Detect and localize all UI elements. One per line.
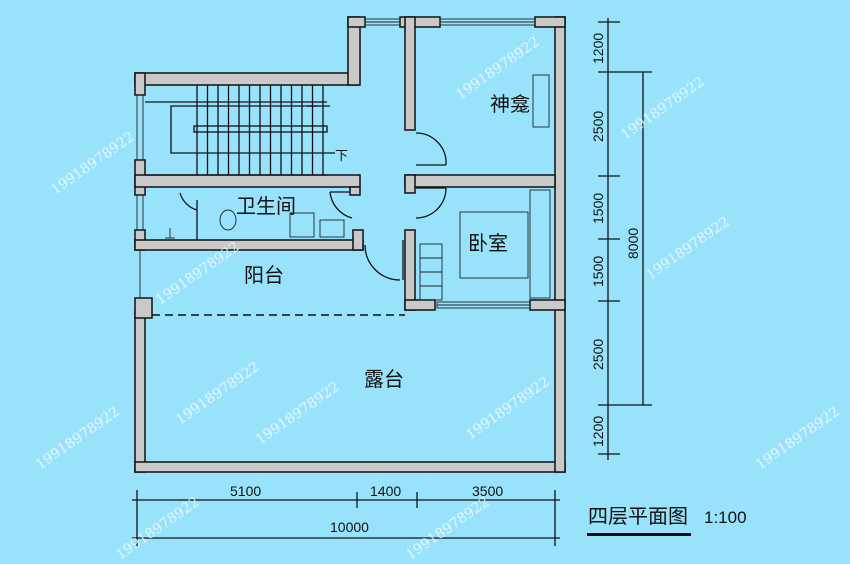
watermarks: 19918978922 19918978922 19918978922 1991… bbox=[33, 34, 842, 563]
vertical-dimension-lines bbox=[598, 18, 652, 460]
room-label-bathroom: 卫生间 bbox=[236, 194, 296, 218]
toilet-icon bbox=[219, 209, 237, 231]
bed-icon bbox=[459, 211, 529, 279]
dim-v-1: 1200 bbox=[590, 33, 606, 64]
dim-h-total: 10000 bbox=[330, 519, 369, 535]
dim-h-1: 5100 bbox=[230, 483, 261, 499]
watermark-text: 19918978922 bbox=[643, 214, 732, 283]
dim-v-5: 2500 bbox=[590, 339, 606, 370]
sink-icon bbox=[319, 219, 345, 238]
drawing-title: 四层平面图 bbox=[588, 504, 688, 528]
washer-icon bbox=[289, 212, 315, 238]
dim-v-6: 1200 bbox=[590, 416, 606, 447]
watermark-text: 19918978922 bbox=[48, 129, 137, 198]
dim-v-2: 2500 bbox=[590, 111, 606, 142]
title-underline bbox=[587, 533, 691, 536]
walls bbox=[134, 16, 566, 473]
dim-v-3: 1500 bbox=[590, 193, 606, 224]
dim-h-3: 3500 bbox=[472, 483, 503, 499]
stairs-down-label: 下 bbox=[335, 149, 348, 164]
watermark-text: 19918978922 bbox=[463, 374, 552, 443]
drawing-scale: 1:100 bbox=[704, 508, 747, 527]
nightstand-icon bbox=[529, 189, 551, 299]
doors bbox=[179, 132, 447, 281]
dim-v-4: 1500 bbox=[590, 256, 606, 287]
watermark-text: 19918978922 bbox=[618, 74, 707, 143]
room-label-bedroom: 卧室 bbox=[468, 231, 508, 255]
watermark-text: 19918978922 bbox=[33, 404, 122, 473]
room-label-terrace: 露台 bbox=[364, 367, 404, 391]
windows bbox=[136, 18, 536, 309]
shrine-cabinet bbox=[532, 74, 550, 128]
staircase bbox=[145, 85, 335, 176]
dim-v-total: 8000 bbox=[625, 228, 641, 259]
watermark-text: 19918978922 bbox=[113, 494, 202, 563]
watermark-text: 19918978922 bbox=[753, 404, 842, 473]
dim-h-2: 1400 bbox=[370, 483, 401, 499]
watermark-text: 19918978922 bbox=[253, 379, 342, 448]
fixtures bbox=[165, 74, 551, 301]
horizontal-dimension-lines bbox=[132, 490, 560, 546]
room-label-balcony: 阳台 bbox=[244, 263, 284, 287]
room-label-shrine: 神龛 bbox=[490, 92, 530, 116]
watermark-text: 19918978922 bbox=[173, 359, 262, 428]
